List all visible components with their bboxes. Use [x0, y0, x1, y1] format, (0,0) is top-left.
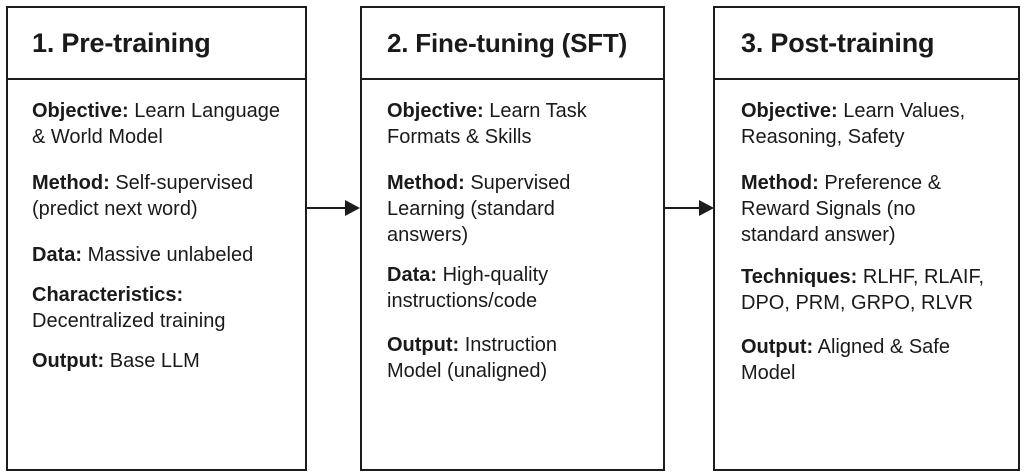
field-label: Method: [387, 172, 465, 194]
field-data: Data: High-quality instructions/code [387, 262, 587, 314]
field-objective: Objective: Learn Values, Reasoning, Safe… [741, 98, 996, 150]
field-text: Massive unlabeled [82, 244, 254, 266]
stage-title: 1. Pre-training [32, 27, 211, 58]
field-label: Output: [32, 350, 105, 372]
field-objective: Objective: Learn Task Formats & Skills [387, 98, 622, 150]
field-label: Output: [741, 336, 814, 358]
field-text: Preference & Reward Signals (no standard… [741, 172, 942, 246]
stage-title: 2. Fine-tuning (SFT) [387, 27, 628, 58]
field-output: Output: Base LLM [32, 348, 295, 374]
stage-fine-tuning: 2. Fine-tuning (SFT) Objective: Learn Ta… [360, 6, 665, 471]
field-data: Data: Massive unlabeled [32, 242, 295, 268]
arrow-connector [307, 207, 347, 209]
stage-body: Objective: Learn Language & World Model … [8, 80, 305, 374]
field-label: Method: [32, 172, 110, 194]
field-techniques: Techniques: RLHF, RLAIF, DPO, PRM, GRPO,… [741, 264, 1003, 316]
field-text: Aligned & Safe Model [741, 336, 950, 384]
stage-pre-training: 1. Pre-training Objective: Learn Languag… [6, 6, 307, 471]
field-text: Learn Values, Reasoning, Safety [741, 100, 966, 148]
field-label: Method: [741, 172, 819, 194]
field-label: Data: [32, 244, 83, 266]
stage-body: Objective: Learn Values, Reasoning, Safe… [715, 80, 1018, 386]
field-text: Base LLM [104, 350, 200, 372]
field-label: Output: [387, 334, 460, 356]
field-objective: Objective: Learn Language & World Model [32, 98, 287, 150]
arrow-connector [665, 207, 701, 209]
arrow-head [699, 200, 714, 216]
field-label: Techniques: [741, 266, 858, 288]
field-output: Output: Instruction Model (unaligned) [387, 332, 587, 384]
field-text: Learn Task Formats & Skills [387, 100, 587, 148]
field-characteristics: Characteristics: Decentralized training [32, 282, 272, 334]
field-label: Data: [387, 264, 438, 286]
field-label: Objective: [32, 100, 129, 122]
field-label: Objective: [741, 100, 838, 122]
field-label: Characteristics: [32, 284, 184, 306]
field-label: Objective: [387, 100, 484, 122]
stage-header: 2. Fine-tuning (SFT) [362, 8, 663, 80]
stage-header: 3. Post-training [715, 8, 1018, 80]
field-text: Self-supervised (predict next word) [32, 172, 254, 220]
stage-body: Objective: Learn Task Formats & Skills M… [362, 80, 663, 384]
field-method: Method: Preference & Reward Signals (no … [741, 170, 981, 248]
field-output: Output: Aligned & Safe Model [741, 334, 981, 386]
field-text: Decentralized training [32, 310, 226, 332]
field-text: RLHF, RLAIF, DPO, PRM, GRPO, RLVR [741, 266, 985, 314]
field-text: Supervised Learning (standard answers) [387, 172, 571, 246]
field-text: Instruction Model (unaligned) [387, 334, 558, 382]
arrow-head [345, 200, 360, 216]
stage-post-training: 3. Post-training Objective: Learn Values… [713, 6, 1020, 471]
stage-title: 3. Post-training [741, 27, 935, 58]
field-text: Learn Language & World Model [32, 100, 280, 148]
field-method: Method: Self-supervised (predict next wo… [32, 170, 287, 222]
stage-header: 1. Pre-training [8, 8, 305, 80]
field-text: High-quality instructions/code [387, 264, 549, 312]
field-method: Method: Supervised Learning (standard an… [387, 170, 612, 248]
